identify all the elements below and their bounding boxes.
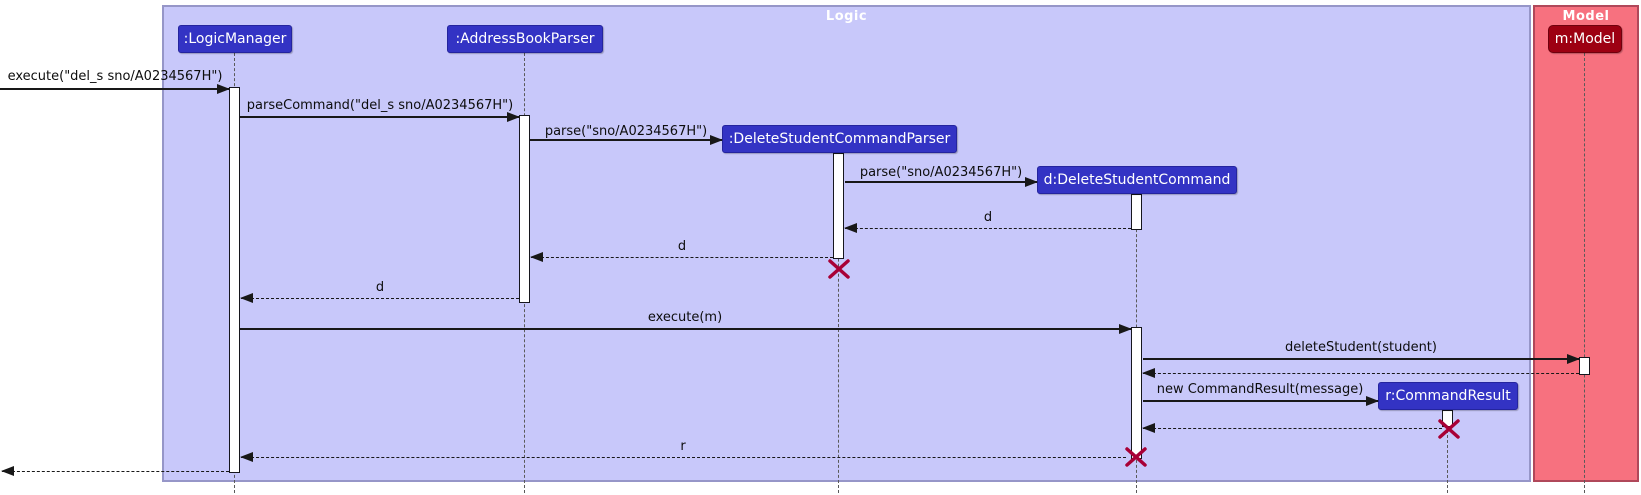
arrow-new-commandresult: [1143, 396, 1379, 406]
message-label-parse-2: parse("sno/A0234567H"): [859, 165, 1023, 180]
participant-commandresult-label: r:CommandResult: [1385, 388, 1511, 404]
message-label-return-d-1: d: [983, 210, 993, 225]
message-label-return-d-2: d: [677, 239, 687, 254]
activation-addressbookparser: [519, 115, 530, 303]
arrow-parse-2: [845, 177, 1038, 187]
message-label-deletestudent: deleteStudent(student): [1285, 340, 1437, 355]
arrow-return-d-1: [844, 223, 1131, 233]
activation-logicmanager: [229, 87, 240, 473]
arrow-return-r: [240, 452, 1126, 462]
message-label-execute-external: execute("del_s sno/A0234567H"): [7, 69, 223, 84]
message-label-execute-m: execute(m): [647, 310, 723, 325]
message-label-parsecommand: parseCommand("del_s sno/A0234567H"): [246, 98, 514, 113]
participant-logicmanager: :LogicManager: [178, 25, 292, 53]
arrowhead-icon: [217, 84, 230, 94]
destroy-icon-commandresult: [1438, 419, 1460, 439]
arrow-return-d-3: [240, 293, 519, 303]
arrow-execute-m: [240, 324, 1132, 334]
arrowhead-icon: [844, 223, 857, 233]
message-label-parse-1: parse("sno/A0234567H"): [544, 124, 708, 139]
arrow-return-d-2: [530, 252, 833, 262]
arrowhead-icon: [530, 252, 543, 262]
model-frame: Model: [1533, 5, 1639, 482]
lifeline-commandresult: [1447, 410, 1448, 493]
arrowhead-icon: [1119, 324, 1132, 334]
logic-frame: Logic: [162, 5, 1531, 482]
arrowhead-icon: [1025, 177, 1038, 187]
arrow-return-commandresult: [1142, 423, 1442, 433]
arrowhead-icon: [1366, 396, 1379, 406]
arrowhead-icon: [1567, 354, 1580, 364]
participant-deletestudentcommand: d:DeleteStudentCommand: [1037, 166, 1237, 194]
message-label-return-r: r: [680, 439, 686, 454]
participant-commandresult: r:CommandResult: [1378, 382, 1518, 410]
destroy-icon-deletestudentcommand: [1125, 447, 1147, 467]
arrowhead-icon: [1142, 423, 1155, 433]
arrow-parse-1: [530, 135, 723, 145]
message-label-return-d-3: d: [375, 280, 385, 295]
participant-model: m:Model: [1548, 25, 1622, 53]
arrowhead-icon: [240, 293, 253, 303]
arrowhead-icon: [240, 452, 253, 462]
message-label-new-commandresult: new CommandResult(message): [1156, 382, 1364, 397]
arrowhead-icon: [1, 466, 14, 476]
participant-model-label: m:Model: [1554, 31, 1616, 47]
participant-addressbookparser: :AddressBookParser: [447, 25, 603, 53]
arrowhead-icon: [710, 135, 723, 145]
arrowhead-icon: [507, 112, 520, 122]
model-frame-title: Model: [1562, 9, 1610, 24]
lifeline-model: [1584, 53, 1585, 493]
logic-frame-title: Logic: [825, 9, 868, 24]
activation-deletestudentcommand-1: [1131, 194, 1142, 230]
arrowhead-icon: [1142, 368, 1155, 378]
arrow-parsecommand: [240, 112, 520, 122]
destroy-icon-deletestudentcommandparser: [828, 259, 850, 279]
arrow-deletestudent: [1143, 354, 1580, 364]
participant-addressbookparser-label: :AddressBookParser: [455, 31, 595, 47]
arrow-execute-external: [0, 84, 230, 94]
participant-logicmanager-label: :LogicManager: [183, 31, 287, 47]
lifeline-deletestudentcommandparser: [838, 153, 839, 493]
activation-deletestudentcommand-2: [1131, 327, 1142, 459]
participant-deletestudentcommandparser-label: :DeleteStudentCommandParser: [728, 131, 951, 147]
activation-deletestudentcommandparser: [833, 153, 844, 259]
participant-deletestudentcommandparser: :DeleteStudentCommandParser: [722, 125, 957, 153]
activation-model: [1579, 357, 1590, 375]
participant-deletestudentcommand-label: d:DeleteStudentCommand: [1043, 172, 1231, 188]
arrow-return-external: [1, 466, 229, 476]
arrow-return-model: [1142, 368, 1579, 378]
